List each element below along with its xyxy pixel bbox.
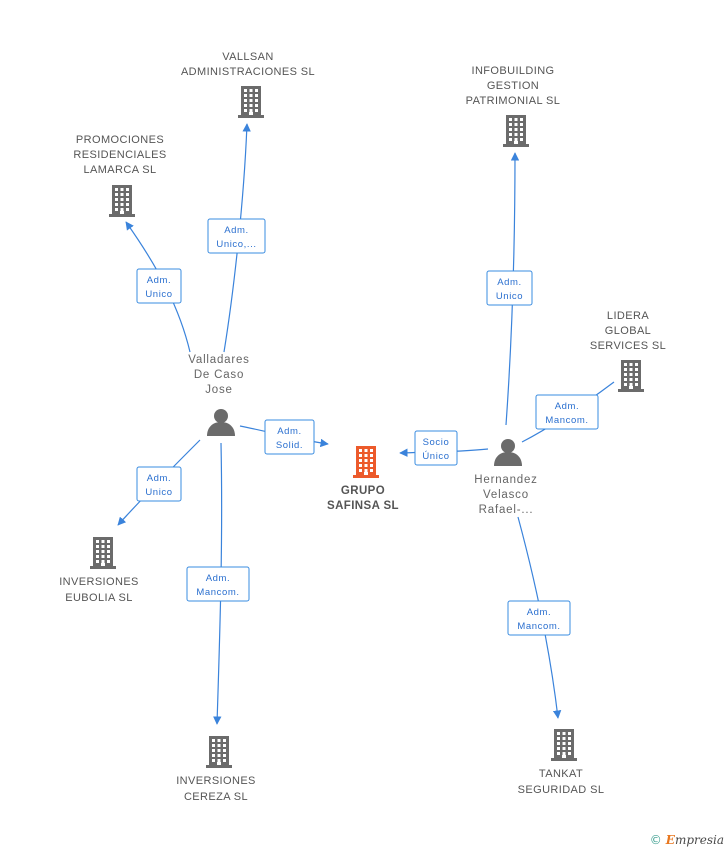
- svg-text:Mancom.: Mancom.: [545, 415, 588, 426]
- copyright-icon: ©: [649, 833, 662, 847]
- company-node-center[interactable]: GRUPO SAFINSA SL: [327, 446, 399, 512]
- svg-text:Unico: Unico: [145, 289, 172, 300]
- svg-text:Adm.: Adm.: [224, 225, 249, 236]
- brand-name: mpresia: [674, 833, 724, 847]
- svg-text:Unico: Unico: [496, 291, 523, 302]
- svg-text:Adm.: Adm.: [147, 275, 172, 286]
- person-icon: [207, 409, 235, 436]
- building-icon-highlighted: [353, 446, 379, 478]
- svg-text:EUBOLIA SL: EUBOLIA SL: [65, 592, 133, 604]
- svg-text:Jose: Jose: [205, 384, 233, 396]
- svg-text:Mancom.: Mancom.: [196, 587, 239, 598]
- brand-footer: ©Empresia: [650, 833, 724, 847]
- svg-text:Adm.: Adm.: [206, 573, 231, 584]
- svg-text:INVERSIONES: INVERSIONES: [176, 775, 256, 787]
- building-icon: [206, 736, 232, 768]
- relation-label-infobuilding: Adm. Unico: [486, 270, 533, 306]
- relation-label-hernandez-center: Socio Único: [414, 430, 458, 466]
- company-node-infobuilding[interactable]: INFOBUILDING GESTION PATRIMONIAL SL: [466, 65, 561, 147]
- company-node-eubolia[interactable]: INVERSIONES EUBOLIA SL: [59, 537, 139, 604]
- svg-text:INFOBUILDING: INFOBUILDING: [471, 65, 554, 77]
- building-icon: [109, 185, 135, 217]
- person-node-valladares[interactable]: Valladares De Caso Jose: [188, 354, 250, 436]
- svg-text:SERVICES SL: SERVICES SL: [590, 340, 666, 352]
- relation-label-eubolia: Adm. Unico: [136, 466, 182, 502]
- relation-label-valladares-center: Adm. Solid.: [264, 419, 315, 455]
- relation-label-tankat: Adm. Mancom.: [507, 600, 571, 636]
- svg-text:Valladares: Valladares: [188, 354, 250, 366]
- svg-text:LIDERA: LIDERA: [607, 310, 649, 322]
- svg-text:De Caso: De Caso: [194, 369, 244, 381]
- relation-label-promociones: Adm. Unico: [136, 268, 182, 304]
- company-node-lidera[interactable]: LIDERA GLOBAL SERVICES SL: [590, 310, 666, 392]
- company-node-promociones[interactable]: PROMOCIONES RESIDENCIALES LAMARCA SL: [73, 134, 166, 217]
- svg-text:SAFINSA SL: SAFINSA SL: [327, 500, 399, 512]
- svg-text:Hernandez: Hernandez: [474, 474, 537, 486]
- svg-text:CEREZA SL: CEREZA SL: [184, 791, 248, 803]
- relation-labels: Adm. Unico,... Adm. Unico Adm. Solid. Ad…: [136, 218, 599, 636]
- svg-text:PATRIMONIAL SL: PATRIMONIAL SL: [466, 95, 561, 107]
- company-node-tankat[interactable]: TANKAT SEGURIDAD SL: [518, 729, 605, 796]
- svg-text:VALLSAN: VALLSAN: [222, 51, 274, 63]
- building-icon: [238, 86, 264, 118]
- relation-label-lidera: Adm. Mancom.: [535, 394, 599, 430]
- building-icon: [618, 360, 644, 392]
- brand-initial: E: [665, 833, 675, 847]
- svg-text:Unico,...: Unico,...: [216, 239, 256, 250]
- building-icon: [90, 537, 116, 569]
- svg-text:PROMOCIONES: PROMOCIONES: [76, 134, 164, 146]
- svg-text:LAMARCA SL: LAMARCA SL: [83, 164, 156, 176]
- person-icon: [494, 439, 522, 466]
- svg-text:GRUPO: GRUPO: [341, 485, 385, 497]
- relation-label-vallsan: Adm. Unico,...: [207, 218, 266, 254]
- svg-text:Adm.: Adm.: [147, 473, 172, 484]
- company-node-cereza[interactable]: INVERSIONES CEREZA SL: [176, 736, 256, 803]
- svg-text:Único: Único: [422, 451, 449, 462]
- svg-text:Rafael-...: Rafael-...: [479, 504, 534, 516]
- svg-text:RESIDENCIALES: RESIDENCIALES: [73, 149, 166, 161]
- svg-text:Socio: Socio: [423, 437, 450, 448]
- svg-text:Mancom.: Mancom.: [517, 621, 560, 632]
- svg-text:ADMINISTRACIONES SL: ADMINISTRACIONES SL: [181, 66, 315, 78]
- company-node-vallsan[interactable]: VALLSAN ADMINISTRACIONES SL: [181, 51, 315, 118]
- building-icon: [551, 729, 577, 761]
- svg-text:SEGURIDAD SL: SEGURIDAD SL: [518, 784, 605, 796]
- svg-text:INVERSIONES: INVERSIONES: [59, 576, 139, 588]
- svg-text:Unico: Unico: [145, 487, 172, 498]
- building-icon: [503, 115, 529, 147]
- svg-text:Adm.: Adm.: [497, 277, 522, 288]
- svg-text:Adm.: Adm.: [277, 426, 302, 437]
- svg-text:Velasco: Velasco: [483, 489, 529, 501]
- relation-label-cereza: Adm. Mancom.: [186, 566, 250, 602]
- svg-text:Solid.: Solid.: [276, 440, 303, 451]
- svg-text:Adm.: Adm.: [555, 401, 580, 412]
- svg-text:TANKAT: TANKAT: [539, 768, 583, 780]
- svg-text:Adm.: Adm.: [527, 607, 552, 618]
- svg-text:GESTION: GESTION: [487, 80, 539, 92]
- person-node-hernandez[interactable]: Hernandez Velasco Rafael-...: [474, 439, 537, 516]
- svg-text:GLOBAL: GLOBAL: [605, 325, 651, 337]
